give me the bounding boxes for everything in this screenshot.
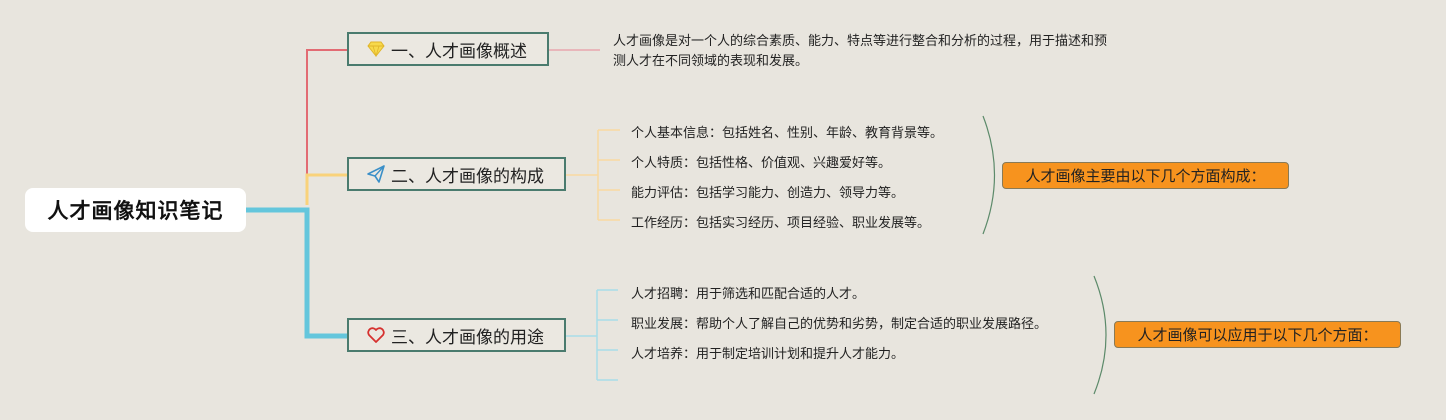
summary-bracket-branch-3 [1093,275,1107,395]
composition-summary[interactable]: 人才画像主要由以下几个方面构成： [1002,162,1289,189]
diamond-icon [365,38,387,60]
connector-branch-2 [305,173,347,205]
connectors-branch-2-items [566,129,620,221]
heart-icon [365,324,387,346]
usage-item-1: 人才招聘：用于筛选和匹配合适的人才。 [631,287,866,302]
branch-label: 一、人才画像概述 [391,41,527,62]
branch-label: 三、人才画像的用途 [391,327,544,348]
composition-item-2: 个人特质：包括性格、价值观、兴趣爱好等。 [631,156,892,171]
connector-branch-3 [246,207,347,339]
branch-label: 二、人才画像的构成 [391,166,544,187]
branch-usage[interactable]: 三、人才画像的用途 [347,318,566,352]
paper-plane-icon [365,163,387,185]
branch-composition[interactable]: 二、人才画像的构成 [347,157,566,191]
branch-overview[interactable]: 一、人才画像概述 [347,32,549,66]
composition-item-4: 工作经历：包括实习经历、项目经验、职业发展等。 [631,216,931,231]
usage-item-3: 人才培养：用于制定培训计划和提升人才能力。 [631,347,905,362]
usage-item-2: 职业发展：帮助个人了解自己的优势和劣势，制定合适的职业发展路径。 [631,317,1048,332]
usage-summary[interactable]: 人才画像可以应用于以下几个方面： [1114,321,1401,348]
composition-item-3: 能力评估：包括学习能力、创造力、领导力等。 [631,186,905,201]
root-topic[interactable]: 人才画像知识笔记 [25,188,246,232]
connectors-branch-3-items [566,289,618,381]
overview-description: 人才画像是对一个人的综合素质、能力、特点等进行整合和分析的过程，用于描述和预测人… [613,34,1108,69]
connector-branch-1 [306,49,347,205]
summary-bracket-branch-2 [982,115,996,235]
composition-item-1: 个人基本信息：包括姓名、性别、年龄、教育背景等。 [631,126,944,141]
